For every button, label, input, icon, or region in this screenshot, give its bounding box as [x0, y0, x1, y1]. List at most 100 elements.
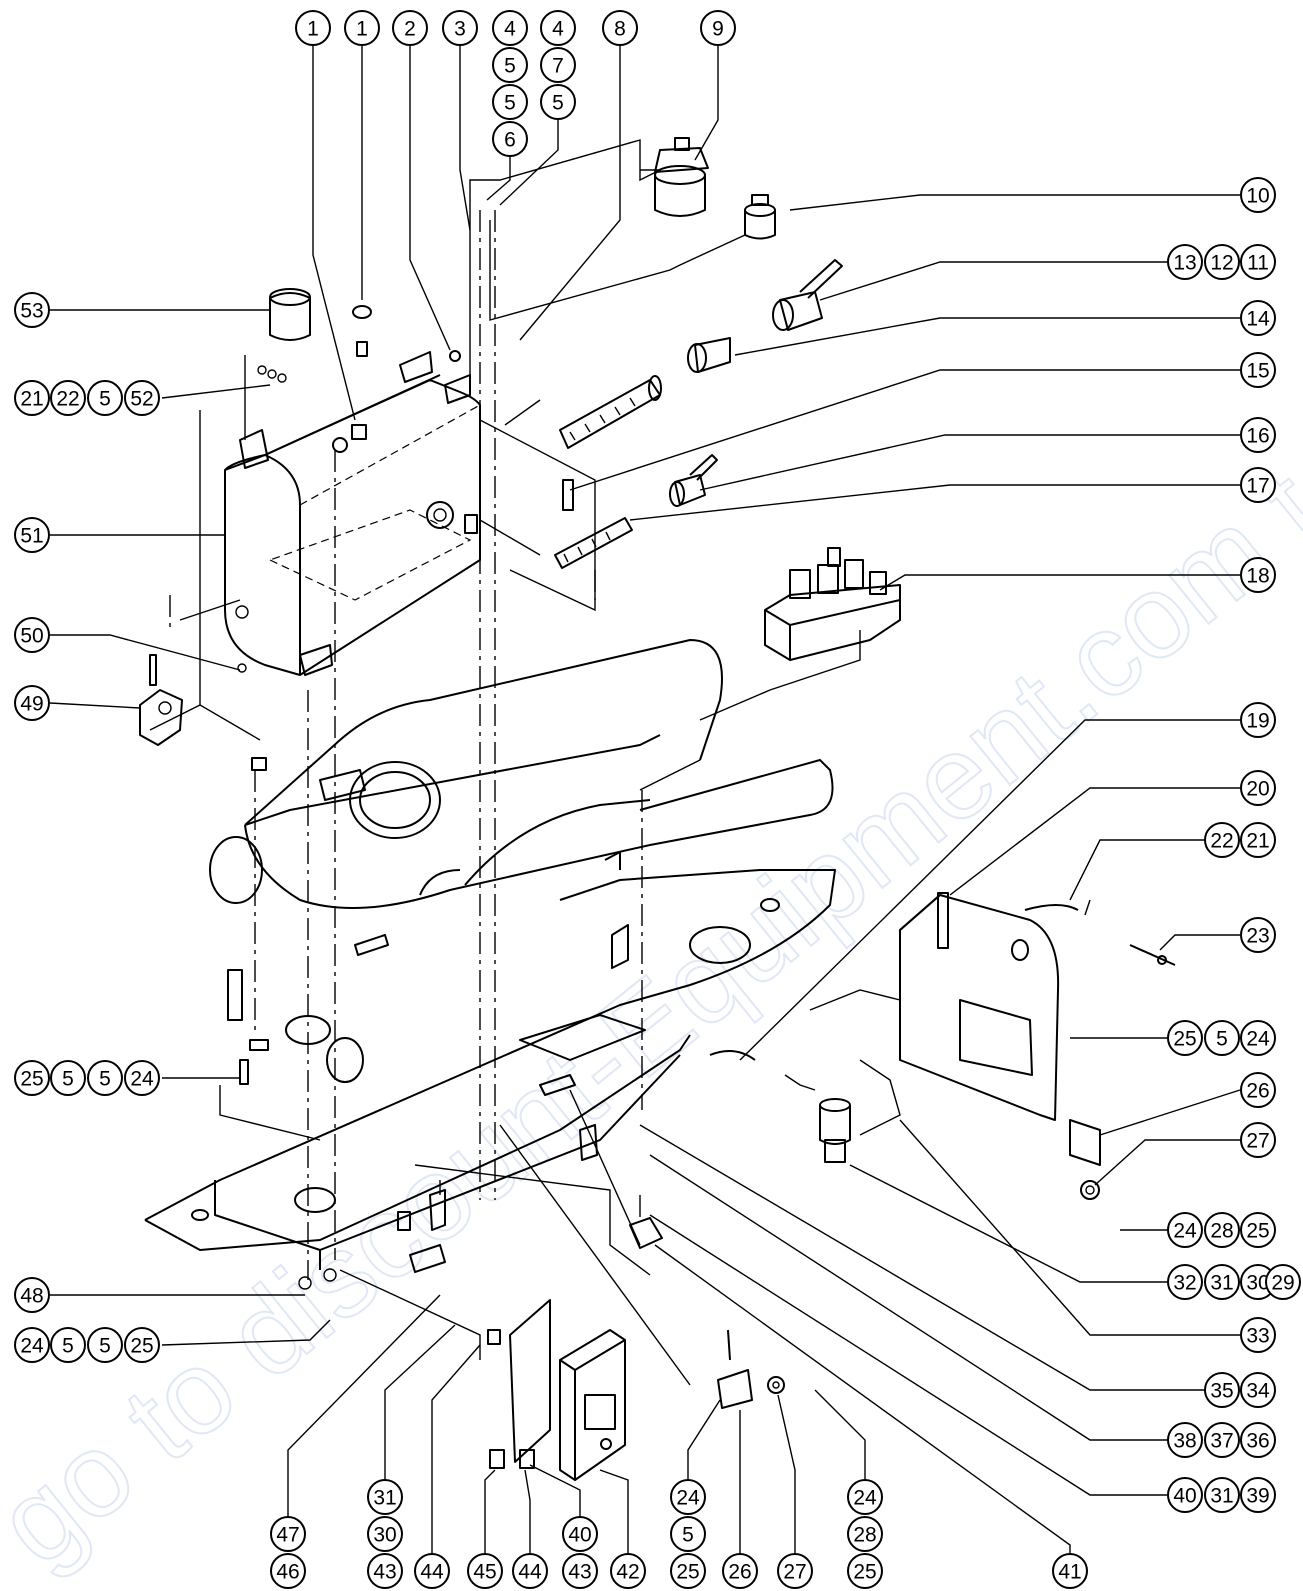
callout-circle: [847, 1479, 883, 1515]
callout-label: 41: [1058, 1561, 1081, 1584]
callout-6: 6: [492, 121, 528, 157]
callout-circle: [492, 10, 528, 46]
callout-5: 5: [50, 1327, 86, 1363]
callout-label: 24: [1246, 1028, 1270, 1051]
callout-5: 5: [492, 84, 528, 120]
callout-circle: [512, 1553, 548, 1589]
callout-circle: [1240, 352, 1276, 388]
callout-35: 35: [1204, 1372, 1240, 1408]
callout-label: 33: [1246, 1325, 1269, 1348]
main-frame: [144, 639, 836, 1270]
callout-31: 31: [1204, 1477, 1240, 1513]
callout-circle: [270, 1516, 306, 1552]
callout-circle: [1204, 822, 1240, 858]
callout-circle: [1240, 1122, 1276, 1158]
callout-label: 16: [1246, 425, 1269, 448]
callout-1: 1: [344, 10, 380, 46]
callout-circle: [1204, 244, 1240, 280]
group-outlines: [149, 139, 901, 1386]
callout-7: 7: [540, 47, 576, 83]
callout-circle: [87, 1060, 123, 1096]
callout-label: 44: [420, 1561, 444, 1584]
callout-5: 5: [492, 47, 528, 83]
callout-38: 38: [1167, 1422, 1203, 1458]
callout-48: 48: [14, 1277, 50, 1313]
callout-circle: [270, 1553, 306, 1589]
callout-26: 26: [722, 1553, 758, 1589]
callout-label: 5: [99, 388, 111, 411]
callout-circle: [1204, 1264, 1240, 1300]
callout-label: 30: [373, 1524, 396, 1547]
callout-circle: [670, 1516, 706, 1552]
callout-22: 22: [1204, 822, 1240, 858]
callout-10: 10: [1240, 177, 1276, 213]
callout-circle: [14, 517, 50, 553]
callout-16: 16: [1240, 417, 1276, 453]
callout-label: 26: [1246, 1080, 1269, 1103]
callout-label: 25: [853, 1561, 876, 1584]
callout-18: 18: [1240, 557, 1276, 593]
hydraulic-tank: [224, 374, 481, 676]
callout-label: 24: [1173, 1220, 1197, 1243]
callout-circle: [1240, 917, 1276, 953]
callout-label: 17: [1246, 475, 1269, 498]
callout-24: 24: [124, 1060, 160, 1096]
callout-label: 39: [1246, 1485, 1269, 1508]
solenoid-assembly: [709, 1050, 851, 1163]
callout-label: 27: [783, 1561, 806, 1584]
callout-23: 23: [1240, 917, 1276, 953]
callout-5: 5: [1204, 1020, 1240, 1056]
callout-5: 5: [87, 1060, 123, 1096]
callout-label: 1: [356, 18, 368, 41]
callout-label: 25: [1246, 1220, 1269, 1243]
callout-27: 27: [777, 1553, 813, 1589]
callout-label: 7: [552, 55, 564, 78]
callout-label: 31: [373, 1487, 396, 1510]
callout-24: 24: [14, 1327, 50, 1363]
callout-24: 24: [1167, 1212, 1203, 1248]
callout-label: 24: [676, 1487, 700, 1510]
callout-circle: [50, 380, 86, 416]
callout-label: 13: [1173, 252, 1196, 275]
callout-label: 30: [1246, 1272, 1269, 1295]
callout-circle: [1167, 1020, 1203, 1056]
callout-label: 24: [853, 1487, 877, 1510]
callout-label: 21: [20, 388, 43, 411]
callout-label: 20: [1246, 778, 1269, 801]
callout-32: 32: [1167, 1264, 1203, 1300]
callout-circle: [540, 47, 576, 83]
callout-label: 26: [728, 1561, 751, 1584]
callout-label: 3: [454, 18, 466, 41]
callout-circle: [295, 10, 331, 46]
callout-circle: [492, 121, 528, 157]
callout-label: 52: [130, 388, 153, 411]
callout-circle: [1240, 702, 1276, 738]
callout-40: 40: [562, 1516, 598, 1552]
callout-circle: [442, 10, 478, 46]
callout-circle: [492, 47, 528, 83]
callout-label: 48: [20, 1285, 43, 1308]
callout-44: 44: [414, 1553, 450, 1589]
callout-circle: [392, 10, 428, 46]
callout-circle: [1240, 1477, 1276, 1513]
callout-circle: [50, 1327, 86, 1363]
callout-24: 24: [1240, 1020, 1276, 1056]
callout-34: 34: [1240, 1372, 1276, 1408]
callout-label: 31: [1210, 1272, 1233, 1295]
callout-circle: [540, 84, 576, 120]
callout-30: 30: [1240, 1264, 1276, 1300]
callout-circle: [367, 1479, 403, 1515]
callout-circle: [1167, 1422, 1203, 1458]
callout-circle: [1240, 1422, 1276, 1458]
callout-circle: [847, 1516, 883, 1552]
callout-31: 31: [1204, 1264, 1240, 1300]
callout-circle: [1240, 1212, 1276, 1248]
callout-50: 50: [14, 617, 50, 653]
callout-circle: [1240, 417, 1276, 453]
control-valve-block: [764, 547, 901, 661]
callout-label: 29: [1271, 1272, 1294, 1295]
callout-3: 3: [442, 10, 478, 46]
callout-label: 40: [1173, 1485, 1196, 1508]
callout-14: 14: [1240, 300, 1276, 336]
suction-ball-valve: [559, 259, 843, 449]
